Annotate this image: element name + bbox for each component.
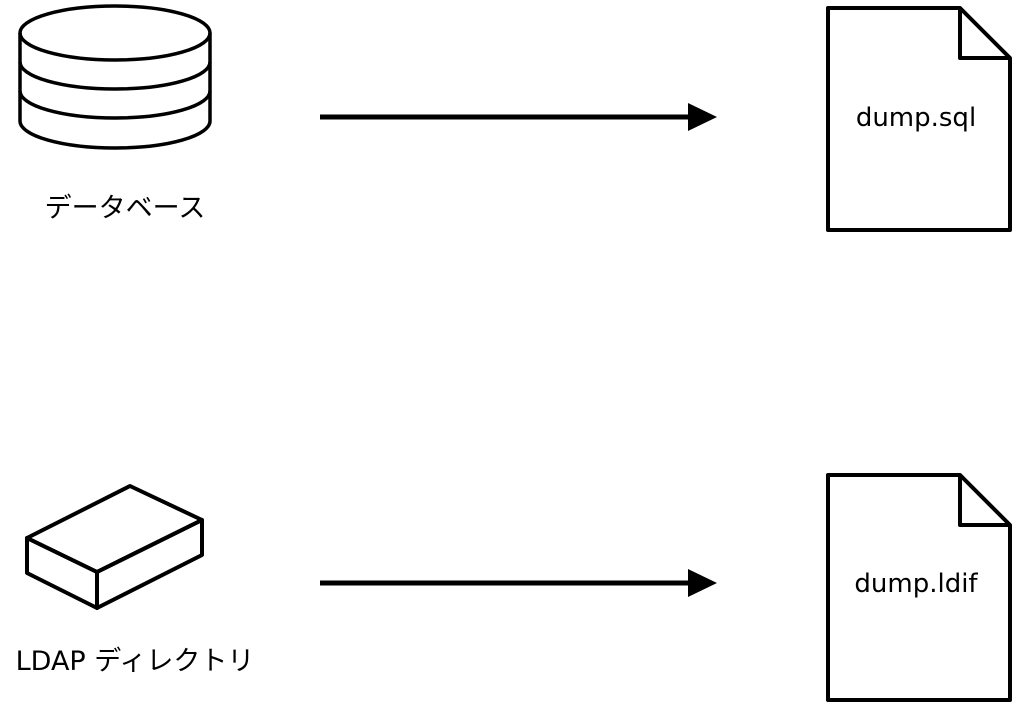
ldif-file-icon	[826, 473, 1012, 702]
db-to-sql-arrow-icon	[320, 103, 717, 131]
ldap-to-ldif-arrow-icon	[320, 569, 717, 597]
sql-file-label: dump.sql	[856, 103, 976, 133]
ldap-label: LDAP ディレクトリ	[16, 646, 255, 677]
ldif-file-label: dump.ldif	[854, 569, 978, 599]
database-icon	[18, 4, 212, 150]
sql-file-icon	[826, 6, 1012, 232]
ldap-directory-icon	[25, 484, 204, 610]
database-label: データベース	[45, 193, 206, 224]
